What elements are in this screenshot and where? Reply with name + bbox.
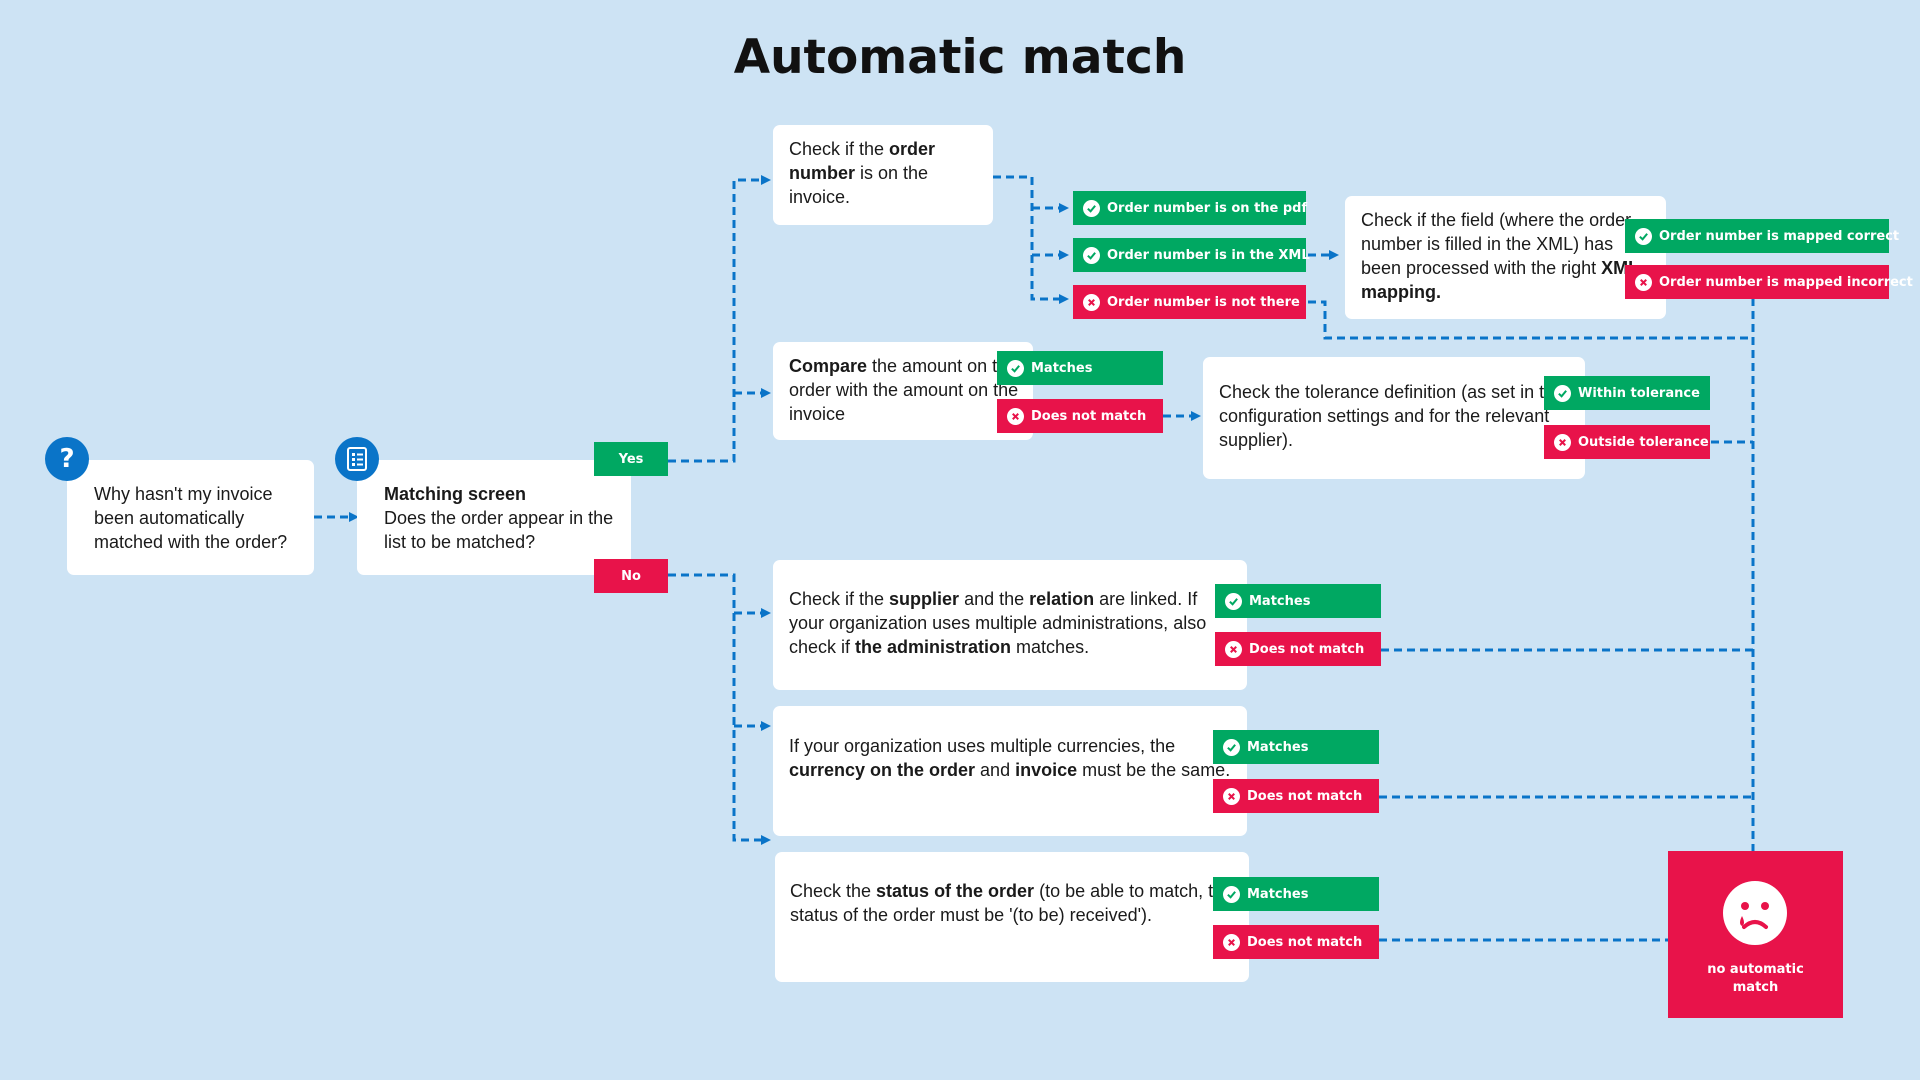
- status-not-match-badge: Does not match: [1213, 925, 1379, 959]
- x-icon: [1223, 787, 1240, 805]
- check-icon: [1007, 359, 1024, 377]
- check-icon: [1554, 384, 1571, 402]
- x-icon: [1635, 273, 1652, 291]
- xml-mapping-box: Check if the field (where the order numb…: [1345, 196, 1666, 319]
- mapped-incorrect-badge: Order number is mapped incorrect: [1625, 265, 1913, 299]
- x-icon: [1554, 433, 1571, 451]
- matching-screen-title: Matching screen: [384, 484, 527, 504]
- tolerance-box: Check the tolerance definition (as set i…: [1203, 357, 1585, 479]
- check-icon: [1223, 885, 1240, 903]
- matching-screen-box: Matching screen Does the order appear in…: [357, 460, 631, 575]
- list-icon: [335, 437, 379, 481]
- check-icon: [1083, 199, 1100, 217]
- x-icon: [1007, 407, 1024, 425]
- no-badge: No: [594, 559, 668, 593]
- order-pdf-badge: Order number is on the pdf: [1073, 191, 1307, 225]
- matching-screen-text: Does the order appear in the list to be …: [384, 508, 614, 552]
- supplier-matches-badge: Matches: [1215, 584, 1381, 618]
- outside-tolerance-badge: Outside tolerance: [1544, 425, 1710, 459]
- status-matches-badge: Matches: [1213, 877, 1379, 911]
- currency-box: If your organization uses multiple curre…: [773, 706, 1247, 836]
- within-tolerance-badge: Within tolerance: [1544, 376, 1710, 410]
- connector-yes: [668, 175, 771, 463]
- check-icon: [1225, 592, 1242, 610]
- page-title: Automatic match: [733, 30, 1187, 85]
- order-number-box: Check if the order number is on the invo…: [773, 125, 993, 225]
- x-icon: [1225, 640, 1242, 658]
- compare-amount-box: Compare the amount on the order with the…: [773, 342, 1033, 440]
- question-icon: ?: [45, 437, 89, 481]
- compare-not-match-badge: Does not match: [997, 399, 1163, 433]
- x-icon: [1083, 293, 1100, 311]
- check-icon: [1223, 738, 1240, 756]
- check-icon: [1083, 246, 1100, 264]
- start-text: Why hasn't my invoice been automatically…: [94, 484, 288, 552]
- connector-order-number: [993, 175, 1069, 304]
- no-automatic-match-label: no automatic match: [1707, 962, 1804, 995]
- order-not-there-badge: Order number is not there: [1073, 285, 1306, 319]
- mapped-correct-badge: Order number is mapped correct: [1625, 219, 1899, 253]
- supplier-not-match-badge: Does not match: [1215, 632, 1381, 666]
- check-icon: [1635, 227, 1652, 245]
- currency-not-match-badge: Does not match: [1213, 779, 1379, 813]
- connector-no: [668, 573, 771, 845]
- start-box: Why hasn't my invoice been automatically…: [67, 460, 314, 575]
- order-xml-badge: Order number is in the XML: [1073, 238, 1310, 272]
- supplier-box: Check if the supplier and the relation a…: [773, 560, 1247, 690]
- no-automatic-match-box: no automatic match: [1668, 851, 1843, 1018]
- x-icon: [1223, 933, 1240, 951]
- status-box: Check the status of the order (to be abl…: [775, 852, 1249, 982]
- sad-face-icon: [1723, 881, 1787, 945]
- yes-badge: Yes: [594, 442, 668, 476]
- compare-matches-badge: Matches: [997, 351, 1163, 385]
- currency-matches-badge: Matches: [1213, 730, 1379, 764]
